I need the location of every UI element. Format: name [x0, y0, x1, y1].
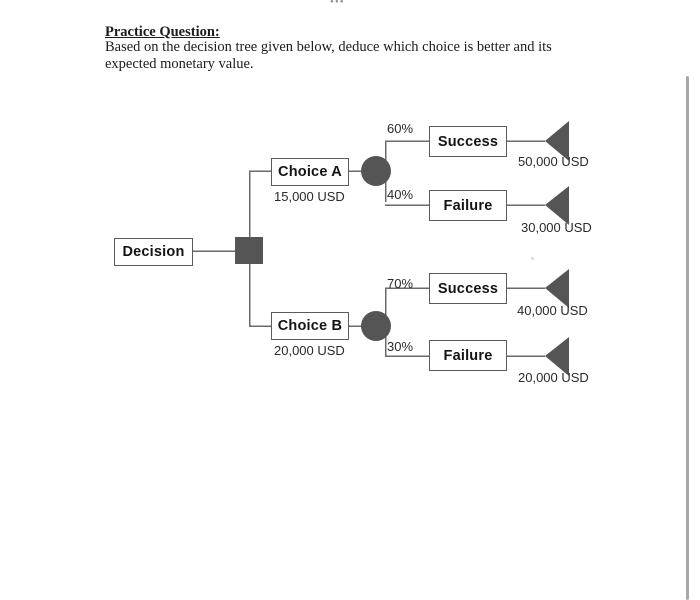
label-probability-a-success: 60%: [387, 121, 414, 136]
node-choice-a-failure[interactable]: Failure: [429, 190, 507, 221]
node-choice-b-failure[interactable]: Failure: [429, 340, 507, 371]
terminal-triangle-a-failure: [545, 186, 569, 225]
label-probability-a-failure: 40%: [387, 187, 414, 202]
vertical-scrollbar[interactable]: [686, 76, 689, 600]
label-choice-a-cost: 15,000 USD: [274, 189, 345, 204]
page-title: Practice Question:: [105, 24, 220, 40]
node-choice-a-success[interactable]: Success: [429, 126, 507, 157]
label-value-b-success: 40,000 USD: [517, 303, 588, 318]
terminal-triangle-b-success: [545, 269, 569, 308]
chance-node-choice-a: [361, 156, 391, 186]
decision-square-node: [235, 237, 263, 264]
node-decision[interactable]: Decision: [114, 238, 193, 266]
label-choice-b-cost: 20,000 USD: [274, 343, 345, 358]
label-probability-b-success: 70%: [387, 276, 414, 291]
node-choice-a[interactable]: Choice A: [271, 158, 349, 186]
label-value-a-failure: 30,000 USD: [521, 220, 592, 235]
node-choice-b-success[interactable]: Success: [429, 273, 507, 304]
terminal-triangle-a-success: [545, 121, 569, 161]
cropped-text-artifact: •••: [330, 0, 356, 5]
label-value-a-success: 50,000 USD: [518, 154, 589, 169]
question-body-text: Based on the decision tree given below, …: [105, 39, 552, 72]
chance-node-choice-b: [361, 311, 391, 341]
terminal-triangle-b-failure: [545, 337, 569, 376]
node-choice-b[interactable]: Choice B: [271, 312, 349, 340]
label-probability-b-failure: 30%: [387, 339, 414, 354]
label-value-b-failure: 20,000 USD: [518, 370, 589, 385]
scan-speck-artifact: [531, 257, 534, 260]
